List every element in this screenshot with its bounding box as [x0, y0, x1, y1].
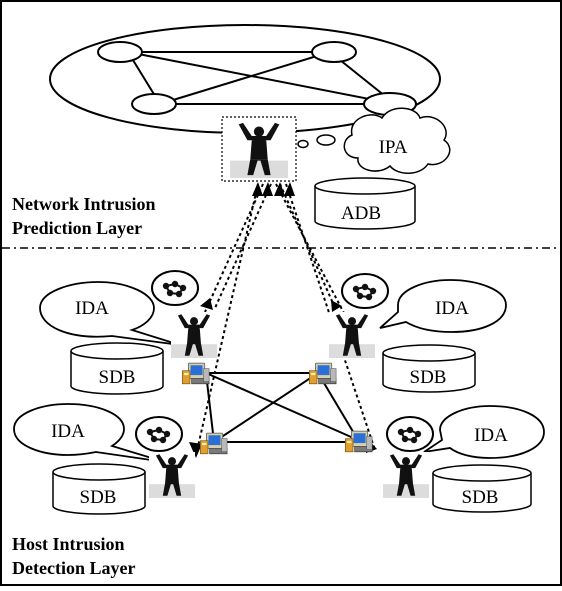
host-layer-label-line1: Host Intrusion: [12, 534, 125, 554]
ida-label: IDA: [51, 421, 85, 442]
host-computer-icon: [308, 362, 337, 385]
host-network: [205, 372, 359, 443]
agent-figure-icon: [230, 120, 288, 178]
network-node: [97, 41, 143, 63]
host-agent-bottom-right: IDA SDB: [383, 405, 545, 513]
adb-label: ADB: [341, 203, 381, 224]
ipa-thought-bubble: IPA: [297, 107, 451, 174]
sdb-label: SDB: [99, 367, 136, 388]
network-layer-label-line1: Network Intrusion: [12, 194, 156, 214]
sdb-label: SDB: [80, 487, 117, 508]
network-node: [131, 93, 177, 115]
agent-figure-icon: [329, 312, 375, 358]
host-computer-icon: [344, 430, 373, 453]
ida-label: IDA: [75, 298, 109, 319]
host-computer-icon: [199, 432, 228, 455]
ipa-label: IPA: [379, 137, 408, 158]
agent-figure-icon: [383, 452, 429, 498]
network-node: [311, 41, 357, 63]
host-layer-label-line2: Detection Layer: [12, 558, 135, 578]
host-agent-top-left: IDA SDB: [39, 270, 217, 395]
sdb-label: SDB: [410, 367, 447, 388]
network-layer-label-line2: Prediction Layer: [12, 218, 142, 238]
ida-label: IDA: [474, 425, 508, 446]
network-ring: [49, 24, 441, 134]
adb-database: ADB: [314, 177, 416, 230]
agent-figure-icon: [149, 452, 195, 498]
network-agent: [221, 116, 297, 182]
sdb-label: SDB: [462, 487, 499, 508]
ida-label: IDA: [435, 298, 469, 319]
host-computer-icon: [181, 362, 210, 385]
agent-figure-icon: [171, 312, 217, 358]
host-agent-top-right: IDA SDB: [329, 273, 507, 393]
host-agent-bottom-left: IDA SDB: [13, 403, 195, 515]
